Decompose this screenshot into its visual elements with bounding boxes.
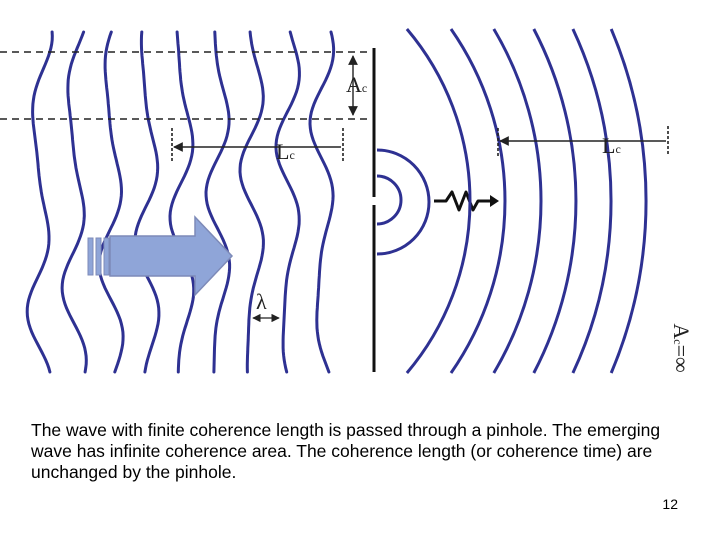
incident-wavefront: [238, 30, 265, 374]
incident-wavefront: [308, 30, 336, 374]
coherence-length-symbol-left: L: [276, 139, 290, 164]
incident-wavefront: [168, 30, 196, 374]
outgoing-wavefront: [532, 28, 578, 374]
propagation-arrow: [87, 215, 234, 297]
incident-wavefront: [133, 30, 161, 374]
coherence-area-label-left: Ac: [346, 74, 367, 96]
coherence-length-subscript-right: c: [615, 142, 621, 156]
incident-wavefront: [97, 30, 125, 374]
outgoing-wavefront: [492, 28, 543, 374]
coherence-area-infinity: =∞: [669, 344, 694, 373]
slide-caption: The wave with finite coherence length is…: [31, 420, 661, 482]
outgoing-wavefront: [609, 28, 648, 374]
diffracted-wavelets: [376, 148, 431, 256]
outgoing-wavefront: [449, 28, 507, 374]
propagation-squiggle-head: [490, 195, 499, 207]
incident-wavefront: [60, 30, 88, 374]
outgoing-wavefront: [405, 28, 472, 374]
incident-wavefront: [25, 30, 54, 374]
coherence-area-label-right: Ac=∞: [669, 320, 694, 376]
incident-wavefront: [204, 30, 232, 374]
incident-wavefronts: [25, 30, 336, 374]
pinhole-coherence-diagram: [0, 28, 669, 374]
coherence-length-label-left: Lc: [276, 141, 295, 163]
coherence-length-subscript-left: c: [289, 148, 295, 162]
coherence-length-symbol-right: L: [602, 133, 616, 158]
incident-wavefront: [274, 30, 301, 374]
coherence-area-subscript: c: [361, 81, 368, 95]
coherence-length-label-right: Lc: [602, 135, 621, 157]
coherence-area-symbol: A: [346, 72, 362, 97]
page-number: 12: [662, 496, 678, 512]
coherence-area-symbol-right: A: [669, 323, 694, 340]
propagation-squiggle: [434, 190, 492, 212]
outgoing-wavefronts: [405, 28, 648, 374]
outgoing-wavefront: [571, 28, 613, 374]
wavelength-label: λ: [256, 289, 267, 314]
